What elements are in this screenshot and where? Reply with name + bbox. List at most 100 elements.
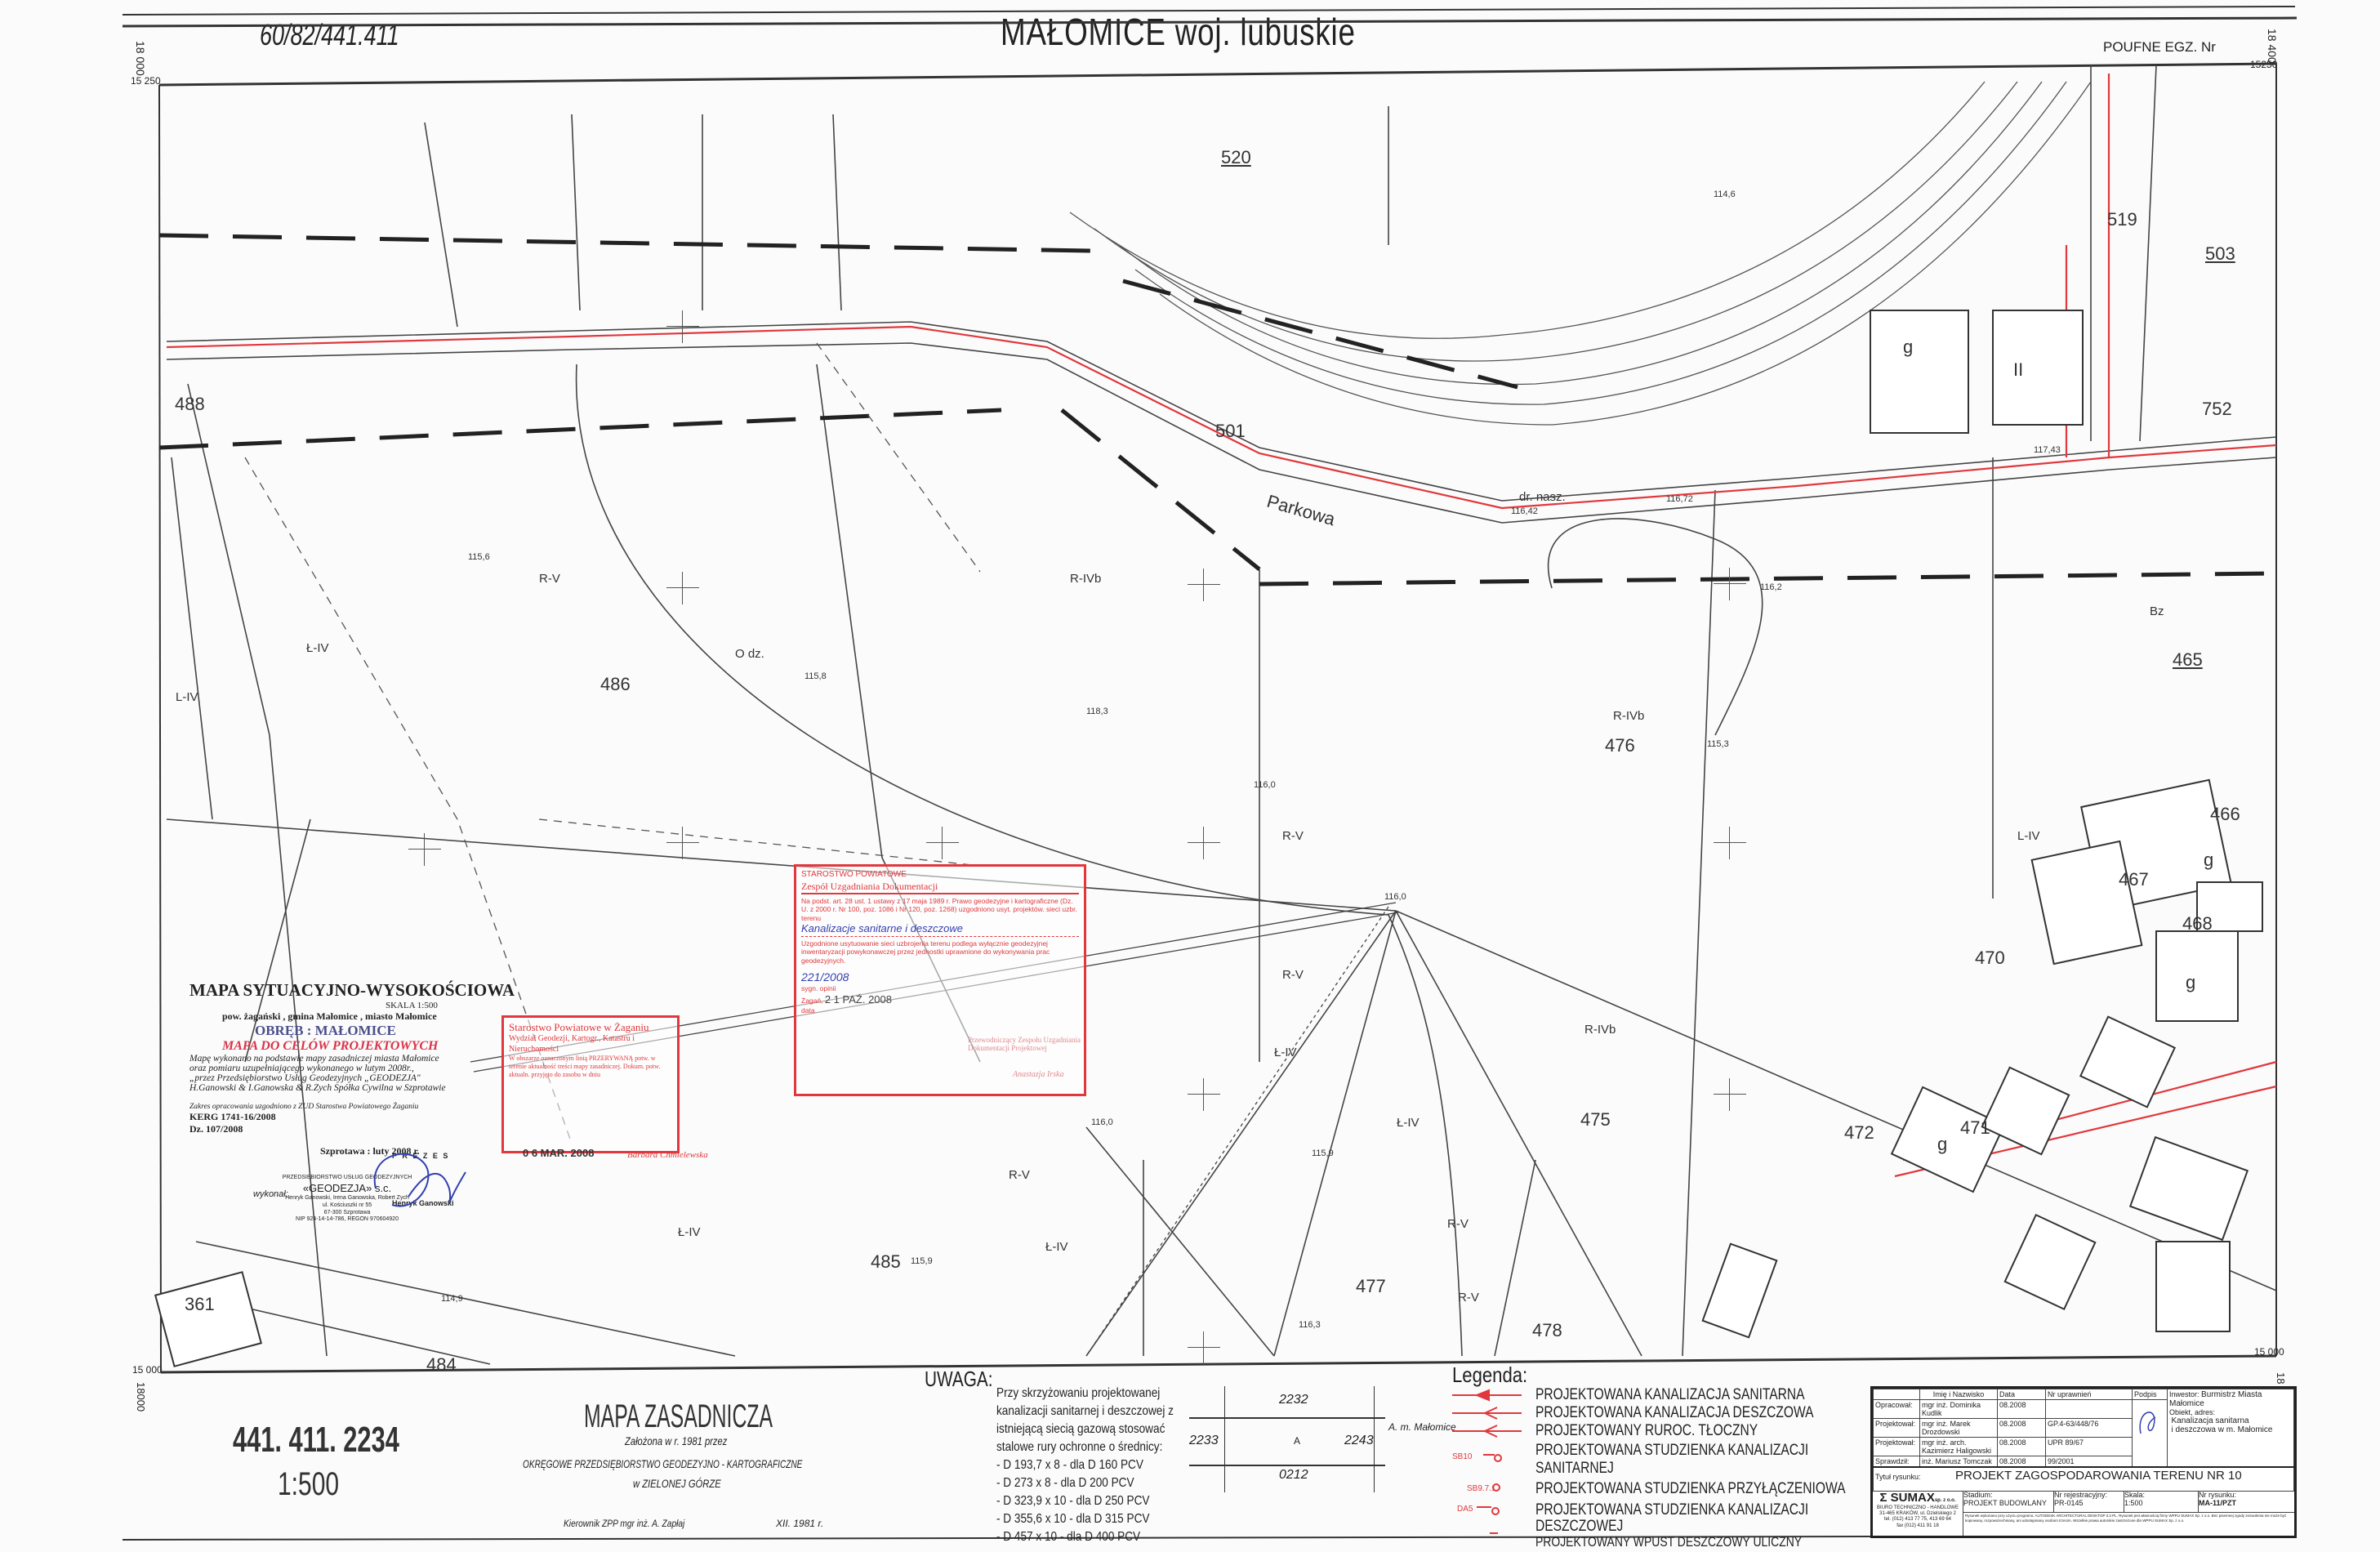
land-class-label: R-V — [1458, 1291, 1479, 1304]
company-line: 67-300 Szprotawa — [323, 1209, 371, 1215]
legend-item-sanitary-sewer: PROJEKTOWANA KANALIZACJA SANITARNA — [1535, 1386, 1805, 1403]
table-row: Projektował: mgr inż. Marek Drozdowski 0… — [1873, 1418, 2294, 1438]
sumax-logo-icon: Σ — [1879, 1491, 1888, 1505]
stamp-text: W obszarze oznaczonym linią PRZERYWANĄ p… — [509, 1055, 661, 1079]
legend-item-storm-sewer: PROJEKTOWANA KANALIZACJA DESZCZOWA — [1535, 1404, 1814, 1421]
company-line: ul. Kościuszki nr 55 — [322, 1202, 372, 1208]
parcel-number: 465 — [2173, 649, 2203, 670]
object-line: i deszczowa w m. Małomice — [2171, 1425, 2273, 1434]
parcel-number: 470 — [1975, 948, 2005, 968]
base-map-number: 441. 411. 2234 — [233, 1420, 399, 1460]
stage: PROJEKT BUDOWLANY — [1963, 1499, 2047, 1507]
land-class-label: R-V — [1009, 1168, 1030, 1182]
stamp-text: Uzgodnione usytuowanie sieci uzbrojenia … — [801, 939, 1050, 965]
signature-icon — [2139, 1412, 2156, 1434]
person-name: mgr inż. arch. Kazimierz Haligowski — [1919, 1437, 1998, 1456]
role: Projektował: — [1873, 1437, 1920, 1456]
parcel-number: 503 — [2205, 243, 2235, 264]
column-header: Data — [1996, 1389, 2047, 1400]
grid-cross-icon — [666, 827, 699, 859]
scale: 1:500 — [2124, 1499, 2143, 1507]
garage-label: g — [2204, 850, 2214, 870]
map-purpose: MAPA DO CELÓW PROJEKTOWYCH — [222, 1039, 439, 1053]
parcel-number: 361 — [185, 1294, 215, 1314]
grid-cross-icon — [1188, 1331, 1220, 1364]
note-line: - D 323,9 x 10 - dla D 250 PCV — [996, 1494, 1150, 1508]
legend-symbols: SB10 SB9.7.1 DA5 — [1452, 1389, 1522, 1534]
column-header: Nr uprawnień — [2045, 1389, 2133, 1400]
drawing-number: MA-11/PZT — [2199, 1499, 2237, 1507]
parcel-number: 468 — [2182, 913, 2213, 934]
land-class-label: R-IVb — [1070, 572, 1102, 586]
table-row: Projektował: mgr inż. arch. Kazimierz Ha… — [1873, 1437, 2294, 1456]
note-line: - D 457 x 10 - dla D 400 PCV — [996, 1530, 1141, 1544]
stamp-date: 0 6 MAR. 2008 — [523, 1147, 595, 1159]
investor-label: Inwestor: — [2169, 1390, 2199, 1398]
note-line: Mapę wykonano na podstawie mapy zasadnic… — [189, 1054, 439, 1064]
land-class-label: Bz — [2150, 604, 2164, 618]
legend-item-sanitary-manhole: PROJEKTOWANA STUDZIENKA KANALIZACJI — [1535, 1442, 1809, 1459]
land-class-label: R-V — [1447, 1217, 1469, 1231]
sheet-index-bottom: 0212 — [1279, 1468, 1308, 1482]
base-map-scale: 1:500 — [278, 1466, 340, 1502]
grid-cross-icon — [1188, 827, 1220, 859]
parcel-number: 466 — [2210, 804, 2240, 824]
zud-approval-stamp: STAROSTWO POWIATOWE Zespół Uzgadniania D… — [794, 864, 1086, 1096]
grid-cross-icon — [926, 827, 959, 859]
land-class-label: R-IVb — [1584, 1023, 1616, 1037]
stamp-line: Zespół Uzgadniania Dokumentacji — [801, 881, 1079, 894]
note-line: - D 193,7 x 8 - dla D 160 PCV — [996, 1458, 1143, 1472]
legend-item-sanitary-manhole-line2: SANITARNEJ — [1535, 1460, 1614, 1477]
situation-map-description: MAPA SYTUACYJNO-WYSOKOŚCIOWA SKALA 1:500… — [189, 980, 647, 1157]
parcel-number: 484 — [426, 1354, 457, 1375]
grid-cross-icon — [1188, 1078, 1220, 1111]
note-line: oraz pomiaru uzupełniającego wykonanego … — [189, 1064, 414, 1073]
parcel-number: 488 — [175, 394, 205, 414]
admin-unit: pow. żagański , gmina Małomice , miasto … — [222, 1010, 437, 1022]
company-line: 31-465 KRAKÓW, ul. Dzielskiego 2 — [1879, 1511, 1956, 1517]
base-map-city: w ZIELONEJ GÓRZE — [633, 1477, 721, 1490]
spot-height: 115,6 — [468, 552, 490, 562]
buildings — [154, 310, 2263, 1367]
land-class-label: L-IV — [2017, 829, 2040, 843]
building-storeys: II — [2013, 359, 2024, 380]
company-suffix: sp. z o.o. — [1934, 1498, 1956, 1503]
spot-height: 114,6 — [1714, 190, 1736, 199]
spot-height: 114,9 — [441, 1294, 463, 1304]
spot-height: 115,9 — [911, 1256, 933, 1266]
parcel-number: 477 — [1356, 1276, 1386, 1296]
note-title: UWAGA: — [925, 1367, 993, 1391]
garage-label: g — [1903, 337, 1914, 357]
open-arrow-icon — [1452, 1407, 1522, 1420]
company-line: fax (012) 411 91 18 — [1896, 1523, 1939, 1528]
spot-height: 116,3 — [1299, 1320, 1321, 1330]
open-arrow-icon — [1452, 1425, 1522, 1438]
land-class-label: R-IVb — [1613, 709, 1645, 723]
fine-print: Rysunek wykonano przy użyciu programu: A… — [1965, 1514, 2287, 1523]
company-line: BIURO TECHNICZNO - HANDLOWE — [1877, 1505, 1959, 1510]
note-line: istniejącą siecią gazową stosować — [996, 1422, 1165, 1436]
license-number: UPR 89/67 — [2045, 1437, 2133, 1456]
license-number: GP.4-63/448/76 — [2045, 1418, 2133, 1438]
garage-label: g — [2186, 972, 2196, 992]
land-class-label: Ł-IV — [1274, 1046, 1297, 1059]
person-name: inż. Mariusz Tomczak — [1919, 1456, 1998, 1468]
sheet-index-top: 2232 — [1279, 1393, 1308, 1407]
spot-height: 116,0 — [1091, 1117, 1113, 1127]
reg-number: PR-0145 — [2054, 1499, 2084, 1507]
coord-y-bottom-left: 15 000 — [132, 1364, 163, 1376]
parcel-number: 485 — [871, 1251, 901, 1272]
column-header: Podpis — [2132, 1389, 2168, 1400]
land-class-label: Ł-IV — [306, 641, 329, 655]
land-class-label: O dz. — [735, 647, 764, 661]
role: Opracował: — [1873, 1399, 1920, 1419]
land-class-label: L-IV — [176, 690, 198, 704]
parcel-number: 501 — [1215, 421, 1246, 441]
street-abbrev: dr. nasz. — [1519, 490, 1566, 504]
note-line: Przy skrzyżowaniu projektowanej — [996, 1386, 1161, 1400]
company-line: tel. (012) 413 77 75, 413 69 64 — [1883, 1517, 1952, 1523]
filled-arrow-icon — [1452, 1389, 1522, 1402]
company-line: Henryk Ganowski, Irena Ganowska, Robert … — [285, 1195, 409, 1201]
